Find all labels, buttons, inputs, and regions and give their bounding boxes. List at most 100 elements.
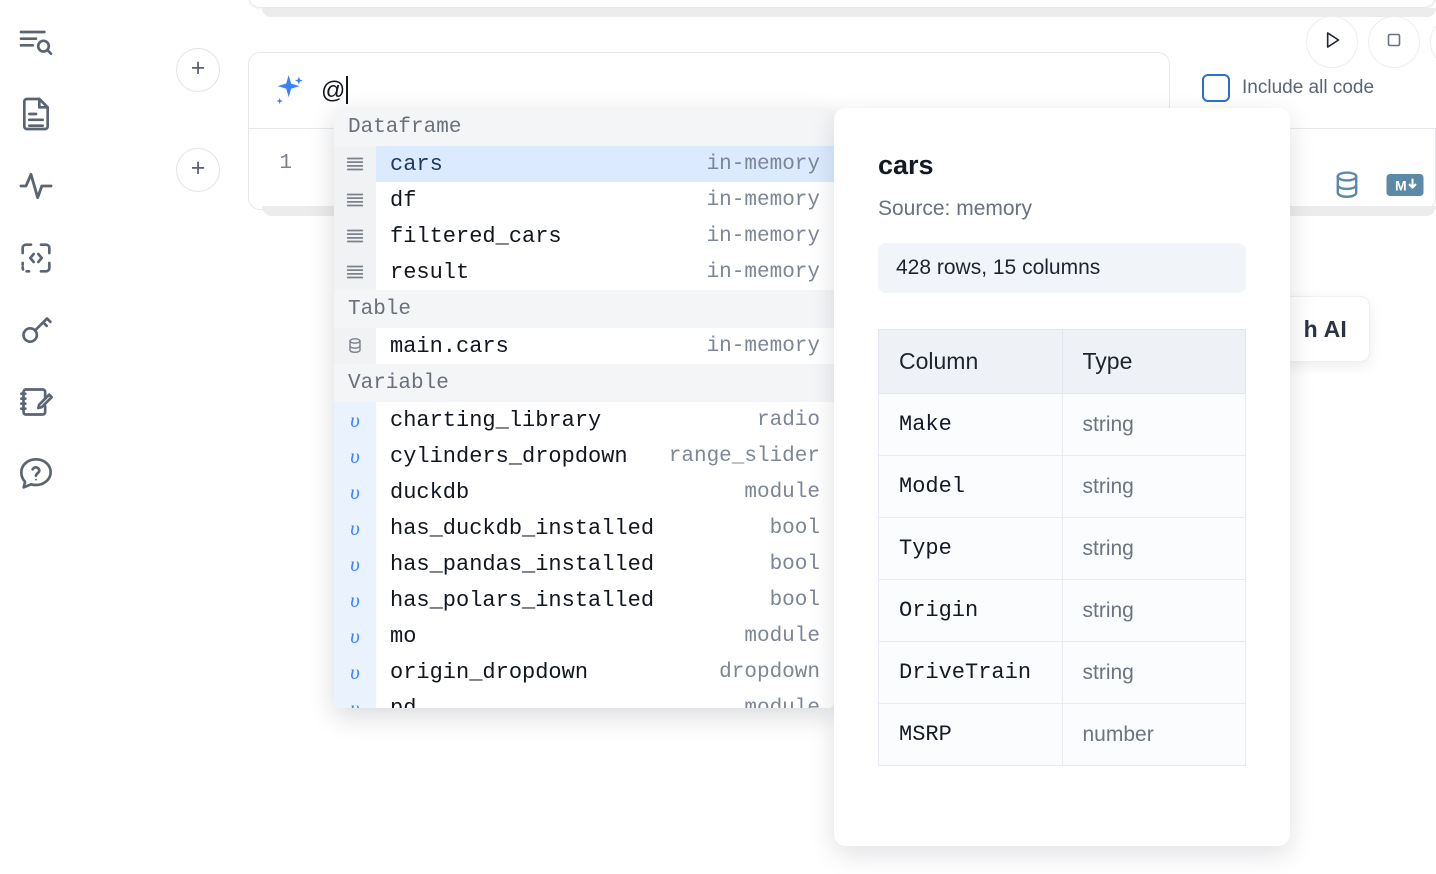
column-header-column: Column: [878, 329, 1063, 394]
autocomplete-item[interactable]: result in-memory: [334, 254, 834, 290]
autocomplete-item-body: has_duckdb_installed bool: [376, 510, 834, 546]
sidebar-item-outline-search[interactable]: [12, 18, 60, 66]
play-triangle-icon: [1319, 27, 1345, 58]
autocomplete-item-kind: module: [744, 624, 820, 648]
include-all-code-checkbox[interactable]: [1202, 74, 1230, 102]
stop-button[interactable]: [1368, 16, 1420, 68]
variable-icon: υ: [334, 438, 376, 474]
sidebar-item-help[interactable]: [12, 450, 60, 498]
autocomplete-item[interactable]: υ cylinders_dropdown range_slider: [334, 438, 834, 474]
schema-column-name: Model: [878, 455, 1063, 518]
autocomplete-item-name: main.cars: [390, 333, 509, 359]
stop-square-icon: [1382, 28, 1406, 57]
text-caret: [346, 76, 349, 104]
plus-icon: +: [190, 154, 206, 182]
autocomplete-item-name: charting_library: [390, 407, 602, 433]
variable-icon: υ: [334, 654, 376, 690]
variable-icon: υ: [334, 690, 376, 708]
autocomplete-item-kind: range_slider: [668, 444, 820, 468]
code-brackets-icon: [16, 238, 56, 278]
autocomplete-item-name: mo: [390, 623, 417, 649]
variable-icon: υ: [334, 582, 376, 618]
activity-icon: [16, 166, 56, 206]
sidebar-item-snippets[interactable]: [12, 234, 60, 282]
variable-icon: υ: [334, 402, 376, 438]
preview-shape-badge: 428 rows, 15 columns: [878, 243, 1246, 293]
schema-column-type: number: [1061, 703, 1246, 766]
autocomplete-item-name: has_duckdb_installed: [390, 515, 655, 541]
markdown-icon[interactable]: M: [1386, 172, 1424, 203]
run-button[interactable]: [1306, 16, 1358, 68]
scratchpad-icon: [16, 382, 56, 422]
include-all-code-label: Include all code: [1242, 77, 1375, 98]
autocomplete-item-body: cylinders_dropdown range_slider: [376, 438, 834, 474]
variable-icon: υ: [334, 510, 376, 546]
sidebar-item-document[interactable]: [12, 90, 60, 138]
autocomplete-item-kind: in-memory: [706, 260, 820, 284]
autocomplete-item[interactable]: υ has_duckdb_installed bool: [334, 510, 834, 546]
autocomplete-item-name: result: [390, 259, 470, 285]
database-icon[interactable]: [1330, 168, 1364, 207]
include-all-code-row[interactable]: Include all code: [1202, 74, 1374, 102]
add-cell-button-bottom[interactable]: +: [176, 148, 220, 192]
schema-column-name: Origin: [878, 579, 1063, 642]
key-icon: [16, 310, 56, 350]
schema-column-type: string: [1061, 517, 1246, 580]
help-chat-icon: [16, 454, 56, 494]
schema-column-type: string: [1061, 579, 1246, 642]
sidebar-item-secrets[interactable]: [12, 306, 60, 354]
autocomplete-item-kind: bool: [769, 516, 820, 540]
cell-above-shadow: [262, 8, 1436, 17]
autocomplete-item-kind: bool: [769, 552, 820, 576]
svg-text:M: M: [1395, 178, 1407, 194]
autocomplete-item-body: mo module: [376, 618, 834, 654]
sidebar-item-scratchpad[interactable]: [12, 378, 60, 426]
sidebar-item-activity[interactable]: [12, 162, 60, 210]
cell-run-controls: [1306, 16, 1436, 68]
schema-column-name: Type: [878, 517, 1063, 580]
cell-above[interactable]: [248, 0, 1436, 8]
table-icon: [334, 328, 376, 364]
autocomplete-group-header: Variable: [334, 364, 834, 402]
sparkle-icon: [267, 71, 307, 111]
autocomplete-item-name: cylinders_dropdown: [390, 443, 628, 469]
preview-title: cars: [878, 150, 934, 180]
autocomplete-item-name: duckdb: [390, 479, 470, 505]
autocomplete-item-name: origin_dropdown: [390, 659, 589, 685]
schema-column-type: string: [1061, 641, 1246, 704]
ai-prompt-input[interactable]: @: [321, 76, 349, 105]
variable-icon: υ: [334, 474, 376, 510]
autocomplete-item-name: has_polars_installed: [390, 587, 655, 613]
schema-column-name: Make: [878, 393, 1063, 456]
variable-icon: υ: [334, 618, 376, 654]
autocomplete-item-kind: in-memory: [706, 152, 820, 176]
autocomplete-group-header: Dataframe: [334, 108, 834, 146]
more-options-button[interactable]: [1430, 16, 1436, 68]
add-cell-button-top[interactable]: +: [176, 48, 220, 92]
